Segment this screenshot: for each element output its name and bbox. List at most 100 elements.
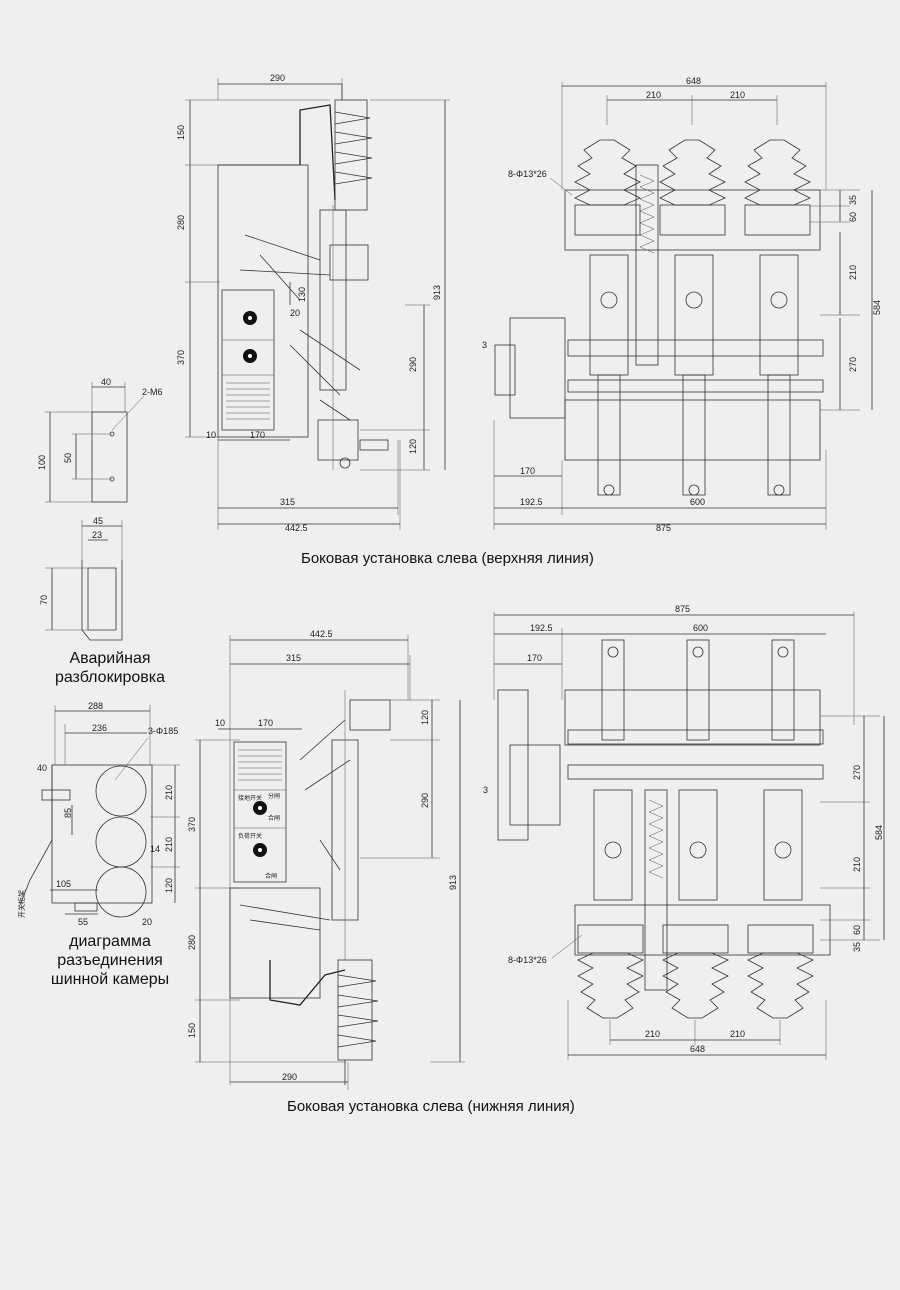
dim-lf-648: 648 [690, 1044, 705, 1054]
dim-ls-150: 150 [187, 1023, 197, 1038]
dim-lf-210-a: 210 [645, 1029, 660, 1039]
dim-uf-170: 170 [520, 466, 535, 476]
dim-eu-100: 100 [37, 455, 47, 470]
dim-ls-290-bottom: 290 [282, 1072, 297, 1082]
dim-uf-210-b: 210 [730, 90, 745, 100]
dim-lf-210-b: 210 [730, 1029, 745, 1039]
dim-eu-45: 45 [93, 516, 103, 526]
dim-uf-210-a: 210 [646, 90, 661, 100]
label-busbar-line2: разъединения [57, 952, 163, 969]
dim-lf-1925: 192.5 [530, 623, 553, 633]
dim-uf-270: 270 [848, 357, 858, 372]
dim-upper-150: 150 [176, 125, 186, 140]
dim-upper-290-top: 290 [270, 73, 285, 83]
dim-ls-10: 10 [215, 718, 225, 728]
dim-bb-105: 105 [56, 879, 71, 889]
dim-ls-170: 170 [258, 718, 273, 728]
dim-eu-23: 23 [92, 530, 102, 540]
lower-front-view: 875 192.5 600 170 3 [483, 604, 885, 1060]
dim-lf-584: 584 [874, 825, 884, 840]
dim-ls-370: 370 [187, 817, 197, 832]
dim-ls-120: 120 [420, 710, 430, 725]
dim-eu-m6: 2-M6 [142, 387, 163, 397]
dim-upper-913: 913 [432, 285, 442, 300]
dim-bb-210-a: 210 [164, 785, 174, 800]
dim-upper-280: 280 [176, 215, 186, 230]
dim-upper-315: 315 [280, 497, 295, 507]
upper-front-poles [589, 254, 799, 496]
busbar-isolation-detail: 288 236 3-Φ185 40 85 210 210 120 14 105 … [17, 701, 180, 927]
lower-front-insulators [577, 924, 814, 1019]
dim-bb-120: 120 [164, 878, 174, 893]
dim-uf-648: 648 [686, 76, 701, 86]
dim-lf-60: 60 [852, 925, 862, 935]
dim-bb-55: 55 [78, 917, 88, 927]
dim-uf-584: 584 [872, 300, 882, 315]
dim-ls-290: 290 [420, 793, 430, 808]
dim-upper-120: 120 [408, 439, 418, 454]
caption-upper-line: Боковая установка слева (верхняя линия) [301, 550, 594, 567]
dim-lf-210: 210 [852, 857, 862, 872]
label-emergency-line2: разблокировка [54, 669, 166, 686]
dim-lf-600: 600 [693, 623, 708, 633]
upper-front-view: 648 210 210 8-Φ13*26 [482, 76, 882, 533]
cabinet-frame-label: 开关柜架 [17, 890, 26, 918]
dim-bb-phi185: 3-Φ185 [148, 726, 178, 736]
dim-uf-bolt: 8-Φ13*26 [508, 169, 547, 179]
emergency-unlock-detail: 40 2-M6 100 50 45 23 70 [37, 377, 163, 641]
dim-lf-bolt: 8-Φ13*26 [508, 955, 547, 965]
dim-eu-70: 70 [39, 595, 49, 605]
caption-lower-line: Боковая установка слева (нижняя линия) [287, 1098, 575, 1115]
dim-upper-20: 20 [290, 308, 300, 318]
panel-load-switch: 负荷开关 [238, 832, 262, 840]
dim-lf-170: 170 [527, 653, 542, 663]
upper-control-panel [221, 289, 275, 431]
dim-eu-50: 50 [63, 453, 73, 463]
panel-earth-switch: 接地开关 [238, 794, 262, 802]
label-busbar-line1: диаграмма [69, 933, 151, 950]
dim-ls-913: 913 [448, 875, 458, 890]
label-busbar-line3: шинной камеры [50, 971, 170, 988]
dim-uf-60: 60 [848, 212, 858, 222]
panel-close-label-a: 合闸 [268, 814, 280, 822]
upper-front-insulators [574, 139, 811, 236]
upper-side-insulator [334, 84, 373, 211]
dim-upper-10: 10 [206, 430, 216, 440]
lower-side-view: 442.5 315 10 170 370 280 150 接地开关 负荷开关 分… [187, 629, 465, 1090]
label-busbar-diagram: диаграмма разъединения шинной камеры [30, 932, 190, 989]
upper-side-view: 290 150 280 370 [176, 73, 450, 533]
panel-close-label-b: 合闸 [265, 872, 277, 880]
dim-bb-40: 40 [37, 763, 47, 773]
dim-eu-40: 40 [101, 377, 111, 387]
panel-open-label-a: 分闸 [268, 792, 280, 800]
dim-bb-85: 85 [63, 808, 73, 818]
dim-ls-280: 280 [187, 935, 197, 950]
dim-lf-875: 875 [675, 604, 690, 614]
label-emergency-line1: Аварийная [69, 650, 151, 667]
dim-upper-170: 170 [250, 430, 265, 440]
lower-control-panel: 接地开关 负荷开关 分闸 合闸 合闸 [233, 741, 287, 883]
dim-bb-210-b: 210 [164, 837, 174, 852]
dim-upper-4425: 442.5 [285, 523, 308, 533]
label-emergency-unlock: Аварийная разблокировка [40, 649, 180, 687]
dim-lf-270: 270 [852, 765, 862, 780]
lower-front-poles [593, 639, 803, 901]
dim-bb-20: 20 [142, 917, 152, 927]
dim-uf-3: 3 [482, 340, 487, 350]
dim-lf-3: 3 [483, 785, 488, 795]
dim-uf-600: 600 [690, 497, 705, 507]
dim-uf-35: 35 [848, 195, 858, 205]
dim-upper-290-right: 290 [408, 357, 418, 372]
dim-uf-210: 210 [848, 265, 858, 280]
dim-lf-35: 35 [852, 942, 862, 952]
dim-bb-14: 14 [150, 844, 160, 854]
dim-bb-236: 236 [92, 723, 107, 733]
dim-ls-315: 315 [286, 653, 301, 663]
dim-bb-288: 288 [88, 701, 103, 711]
dim-upper-130: 130 [297, 287, 307, 302]
dim-uf-875: 875 [656, 523, 671, 533]
dim-ls-4425: 442.5 [310, 629, 333, 639]
dim-uf-1925: 192.5 [520, 497, 543, 507]
